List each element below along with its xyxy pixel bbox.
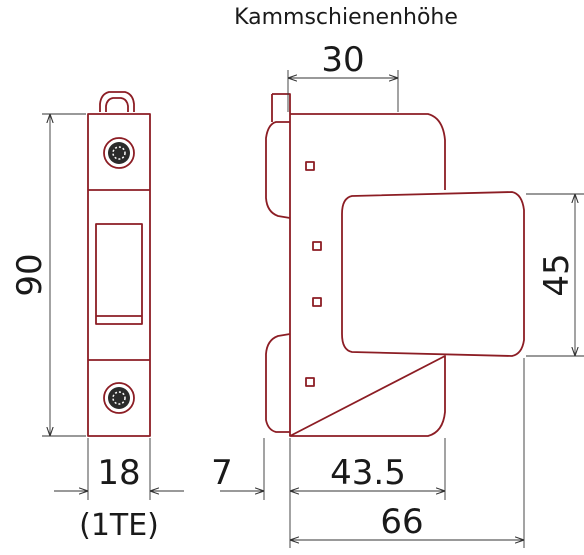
dimension-label-45: 45	[537, 253, 577, 296]
dimension-label-7: 7	[211, 453, 233, 493]
terminal-screw-icon	[103, 137, 135, 169]
comb-busbar-height-title: Kammschienenhöhe	[234, 5, 458, 30]
top-clip-inner	[105, 97, 129, 112]
din-clip-bottom	[265, 333, 291, 433]
dimension-label-30: 30	[321, 40, 364, 80]
side-housing	[289, 113, 446, 437]
dimension-label-66: 66	[380, 502, 423, 542]
front-window	[95, 223, 143, 325]
status-dot	[312, 297, 322, 307]
protection-module	[341, 191, 525, 357]
top-clip	[99, 91, 135, 112]
front-view	[87, 91, 151, 437]
dimension-label-18: 18	[97, 453, 140, 493]
din-clip-top-detail	[271, 93, 291, 122]
dimension-label-43-5: 43.5	[330, 453, 406, 493]
terminal-screw-icon	[103, 382, 135, 414]
status-dot	[305, 377, 315, 387]
side-view	[265, 93, 525, 437]
status-dot	[305, 161, 315, 171]
dimension-lines	[42, 70, 584, 548]
din-clip-top	[265, 121, 291, 219]
dimension-label-1te: (1TE)	[79, 508, 159, 543]
dimension-label-90: 90	[10, 253, 50, 296]
front-body	[87, 113, 151, 437]
status-dot	[312, 241, 322, 251]
